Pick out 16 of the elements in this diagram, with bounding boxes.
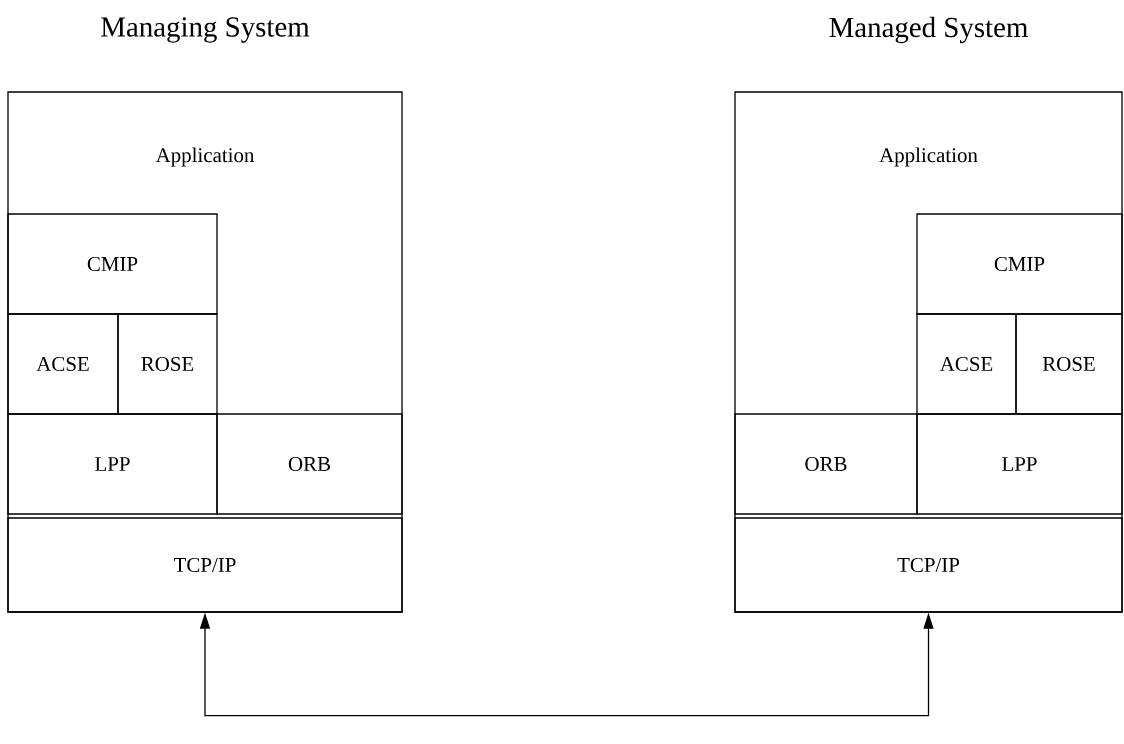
layer-box: CMIP [7, 213, 218, 315]
layer-box: LPP [916, 413, 1123, 515]
layer-box: ORB [734, 413, 918, 515]
system-heading: Managing System [101, 17, 310, 43]
layer-box: TCP/IP [7, 517, 403, 613]
layer-box: ORB [216, 413, 403, 515]
system-heading: Managed System [829, 16, 1028, 44]
layer-box: ACSE [916, 313, 1017, 415]
layer-label: Application [155, 147, 255, 167]
layer-box: TCP/IP [734, 517, 1123, 613]
layer-box: CMIP [916, 213, 1123, 315]
layer-box: ROSE [117, 313, 218, 415]
layer-box: ROSE [1015, 313, 1123, 415]
layer-label: Application [879, 147, 978, 167]
layer-box: ACSE [7, 313, 119, 415]
layer-box: LPP [7, 413, 218, 515]
